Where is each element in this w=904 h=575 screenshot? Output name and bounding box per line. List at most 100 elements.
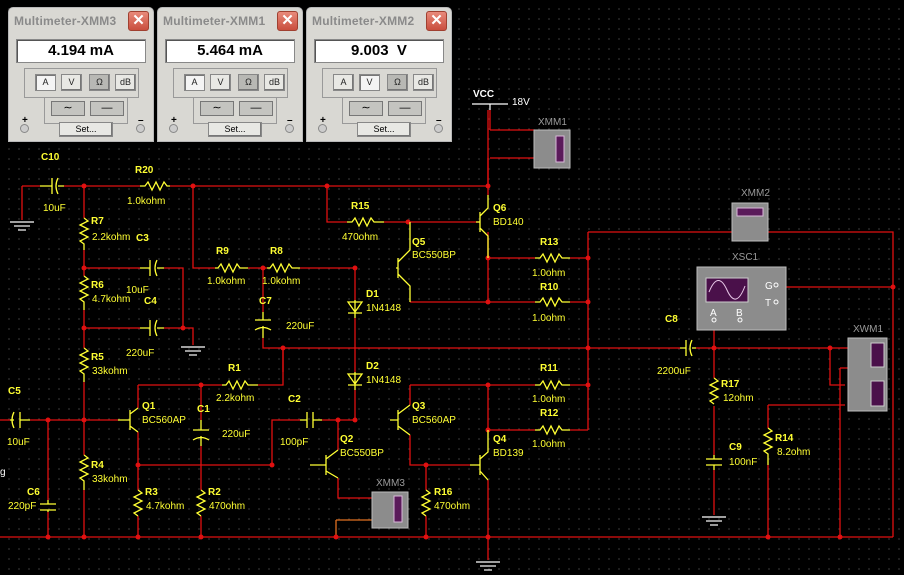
- xsc1-oscilloscope[interactable]: [696, 266, 787, 331]
- xmm1-instrument[interactable]: [533, 129, 571, 169]
- close-button[interactable]: ✕: [277, 11, 298, 31]
- plus-terminal-icon[interactable]: [318, 124, 327, 133]
- mode-group: A V Ω dB: [173, 68, 288, 98]
- plus-terminal-icon[interactable]: [20, 124, 29, 133]
- wires: [0, 110, 894, 560]
- set-button[interactable]: Set...: [208, 122, 262, 137]
- mode-group: A V Ω dB: [322, 68, 437, 98]
- close-button[interactable]: ✕: [128, 11, 149, 31]
- mode-a-button[interactable]: A: [184, 74, 205, 91]
- r13-ref: R13: [540, 237, 559, 248]
- dc-button[interactable]: —: [90, 101, 124, 116]
- c8-value: 2200uF: [657, 366, 691, 377]
- c6-ref: C6: [27, 487, 40, 498]
- r17-value: 12ohm: [723, 393, 754, 404]
- d1-ref: D1: [366, 289, 379, 300]
- junctions: [45, 183, 896, 540]
- multimeter-window-xmm3[interactable]: Multimeter-XMM3 ✕ 4.194 mA A V Ω dB ∼ — …: [8, 7, 154, 142]
- xmm2-instrument[interactable]: [731, 202, 769, 242]
- c5-ref: C5: [8, 386, 21, 397]
- r17-ref: R17: [721, 379, 740, 390]
- c8-ref: C8: [665, 314, 678, 325]
- minus-terminal-icon[interactable]: [434, 124, 443, 133]
- signal-group: ∼ —: [193, 97, 277, 124]
- q1-ref: Q1: [142, 401, 156, 412]
- mode-a-button[interactable]: A: [35, 74, 56, 91]
- c1-value: 220uF: [222, 429, 250, 440]
- vcc-value: 18V: [512, 97, 530, 108]
- xmm3-instrument[interactable]: [371, 491, 409, 529]
- mode-v-button[interactable]: V: [210, 74, 231, 91]
- r14-value: 8.2ohm: [777, 447, 810, 458]
- signal-group: ∼ —: [44, 97, 128, 124]
- multimeter-window-xmm1[interactable]: Multimeter-XMM1 ✕ 5.464 mA A V Ω dB ∼ — …: [157, 7, 303, 142]
- r15-value: 470ohm: [342, 232, 378, 243]
- c4-value: 220uF: [126, 348, 154, 359]
- c2-ref: C2: [288, 394, 301, 405]
- plus-terminal-icon[interactable]: [169, 124, 178, 133]
- mode-a-button[interactable]: A: [333, 74, 354, 91]
- xwm1-label: XWM1: [853, 324, 883, 335]
- q1-value: BC560AP: [142, 415, 186, 426]
- mode-v-button[interactable]: V: [359, 74, 380, 91]
- r3-ref: R3: [145, 487, 158, 498]
- q2-ref: Q2: [340, 434, 354, 445]
- r16-ref: R16: [434, 487, 453, 498]
- r5-ref: R5: [91, 352, 104, 363]
- q3-value: BC560AP: [412, 415, 456, 426]
- mode-v-button[interactable]: V: [61, 74, 82, 91]
- xmm3-label: XMM3: [376, 478, 405, 489]
- c9-value: 100nF: [729, 457, 757, 468]
- ac-button[interactable]: ∼: [349, 101, 383, 116]
- r2-value: 470ohm: [209, 501, 245, 512]
- window-title: Multimeter-XMM3: [14, 14, 117, 28]
- minus-terminal-icon[interactable]: [136, 124, 145, 133]
- mode-ohm-button[interactable]: Ω: [238, 74, 259, 91]
- reading-display: 5.464 mA: [165, 39, 295, 63]
- mode-db-button[interactable]: dB: [413, 74, 434, 91]
- set-button[interactable]: Set...: [357, 122, 411, 137]
- r12-value: 1.0ohm: [532, 439, 565, 450]
- q6-value: BD140: [493, 217, 524, 228]
- set-button[interactable]: Set...: [59, 122, 113, 137]
- minus-terminal-icon[interactable]: [285, 124, 294, 133]
- mode-ohm-button[interactable]: Ω: [89, 74, 110, 91]
- minus-label: –: [436, 115, 442, 126]
- q4-value: BD139: [493, 448, 524, 459]
- c10-value: 10uF: [43, 203, 66, 214]
- d2-value: 1N4148: [366, 375, 401, 386]
- xsc1-terminal-t: T: [765, 298, 771, 309]
- c9-ref: C9: [729, 442, 742, 453]
- multimeter-window-xmm2[interactable]: Multimeter-XMM2 ✕ 9.003 V A V Ω dB ∼ — +…: [306, 7, 452, 142]
- c10-ref: C10: [41, 152, 60, 163]
- r3-value: 4.7kohm: [146, 501, 184, 512]
- c5-value: 10uF: [7, 437, 30, 448]
- ac-button[interactable]: ∼: [200, 101, 234, 116]
- signal-group: ∼ —: [342, 97, 426, 124]
- reading-display: 9.003 V: [314, 39, 444, 63]
- c3-ref: C3: [136, 233, 149, 244]
- q3-ref: Q3: [412, 401, 426, 412]
- xwm1-wattmeter[interactable]: [847, 337, 888, 412]
- r7-ref: R7: [91, 216, 104, 227]
- c1-ref: C1: [197, 404, 210, 415]
- r6-value: 4.7kohm: [92, 294, 130, 305]
- q6-ref: Q6: [493, 203, 507, 214]
- r2-ref: R2: [208, 487, 221, 498]
- mode-ohm-button[interactable]: Ω: [387, 74, 408, 91]
- component-symbols: [9, 103, 774, 571]
- dc-button[interactable]: —: [239, 101, 273, 116]
- close-button[interactable]: ✕: [426, 11, 447, 31]
- mode-db-button[interactable]: dB: [264, 74, 285, 91]
- r12-ref: R12: [540, 408, 559, 419]
- dc-button[interactable]: —: [388, 101, 422, 116]
- r9-value: 1.0kohm: [207, 276, 245, 287]
- c3-value: 10uF: [126, 285, 149, 296]
- r4-ref: R4: [91, 460, 104, 471]
- mode-db-button[interactable]: dB: [115, 74, 136, 91]
- ac-button[interactable]: ∼: [51, 101, 85, 116]
- d2-ref: D2: [366, 361, 379, 372]
- q4-ref: Q4: [493, 434, 507, 445]
- xmm1-label: XMM1: [538, 117, 567, 128]
